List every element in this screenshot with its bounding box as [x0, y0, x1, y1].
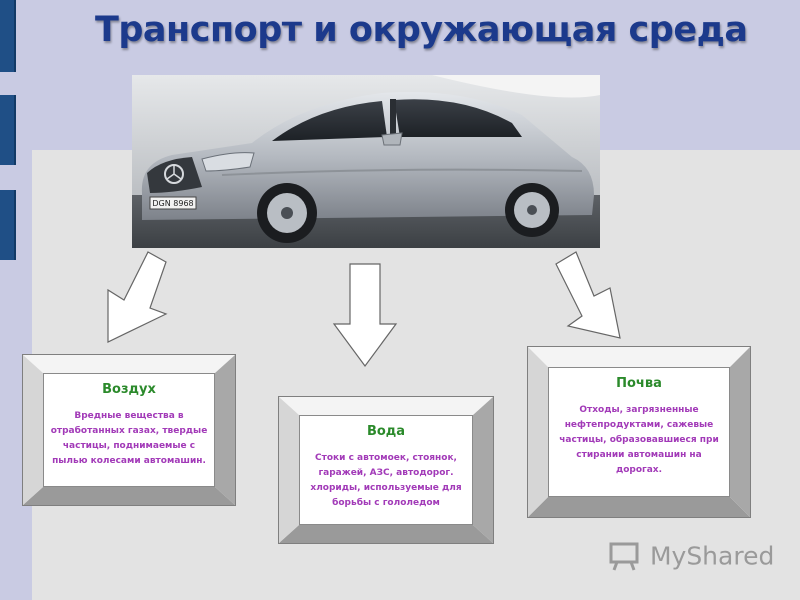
side-tab-bottom: [0, 190, 16, 260]
car-photo: DGN 8968: [132, 75, 600, 248]
water-box-inner: Вода Стоки с автомоек, стоянок, гаражей,…: [299, 415, 473, 525]
arrow-to-water: [332, 263, 398, 368]
water-description: Стоки с автомоек, стоянок, гаражей, АЗС,…: [310, 453, 462, 508]
presentation-board-icon: [609, 542, 639, 571]
soil-description: Отходы, загрязненные нефтепродуктами, са…: [559, 405, 719, 475]
slide-title: Транспорт и окружающая среда: [95, 10, 748, 50]
license-plate: DGN 8968: [152, 199, 193, 208]
soil-box-bevel: [528, 347, 750, 517]
car-illustration: DGN 8968: [132, 75, 600, 248]
side-tab-top: [0, 0, 16, 72]
watermark-text: MyShared: [649, 541, 775, 571]
soil-box: Почва Отходы, загрязненные нефтепродукта…: [527, 346, 751, 518]
left-band: [0, 0, 32, 600]
air-description: Вредные вещества в отработанных газах, т…: [50, 411, 208, 466]
soil-heading: Почва: [616, 376, 662, 391]
air-box-inner: Воздух Вредные вещества в отработанных г…: [43, 373, 215, 487]
watermark: MyShared: [608, 540, 775, 571]
water-heading: Вода: [366, 424, 406, 439]
air-box-bevel: [23, 355, 235, 505]
water-box-bevel: [279, 397, 493, 543]
soil-box-inner: Почва Отходы, загрязненные нефтепродукта…: [548, 367, 730, 497]
arrow-to-air: [107, 251, 168, 343]
water-box: Вода Стоки с автомоек, стоянок, гаражей,…: [278, 396, 494, 544]
air-box: Воздух Вредные вещества в отработанных г…: [22, 354, 236, 506]
side-tab-middle: [0, 95, 16, 165]
arrow-to-soil: [555, 251, 621, 339]
air-heading: Воздух: [102, 382, 156, 397]
